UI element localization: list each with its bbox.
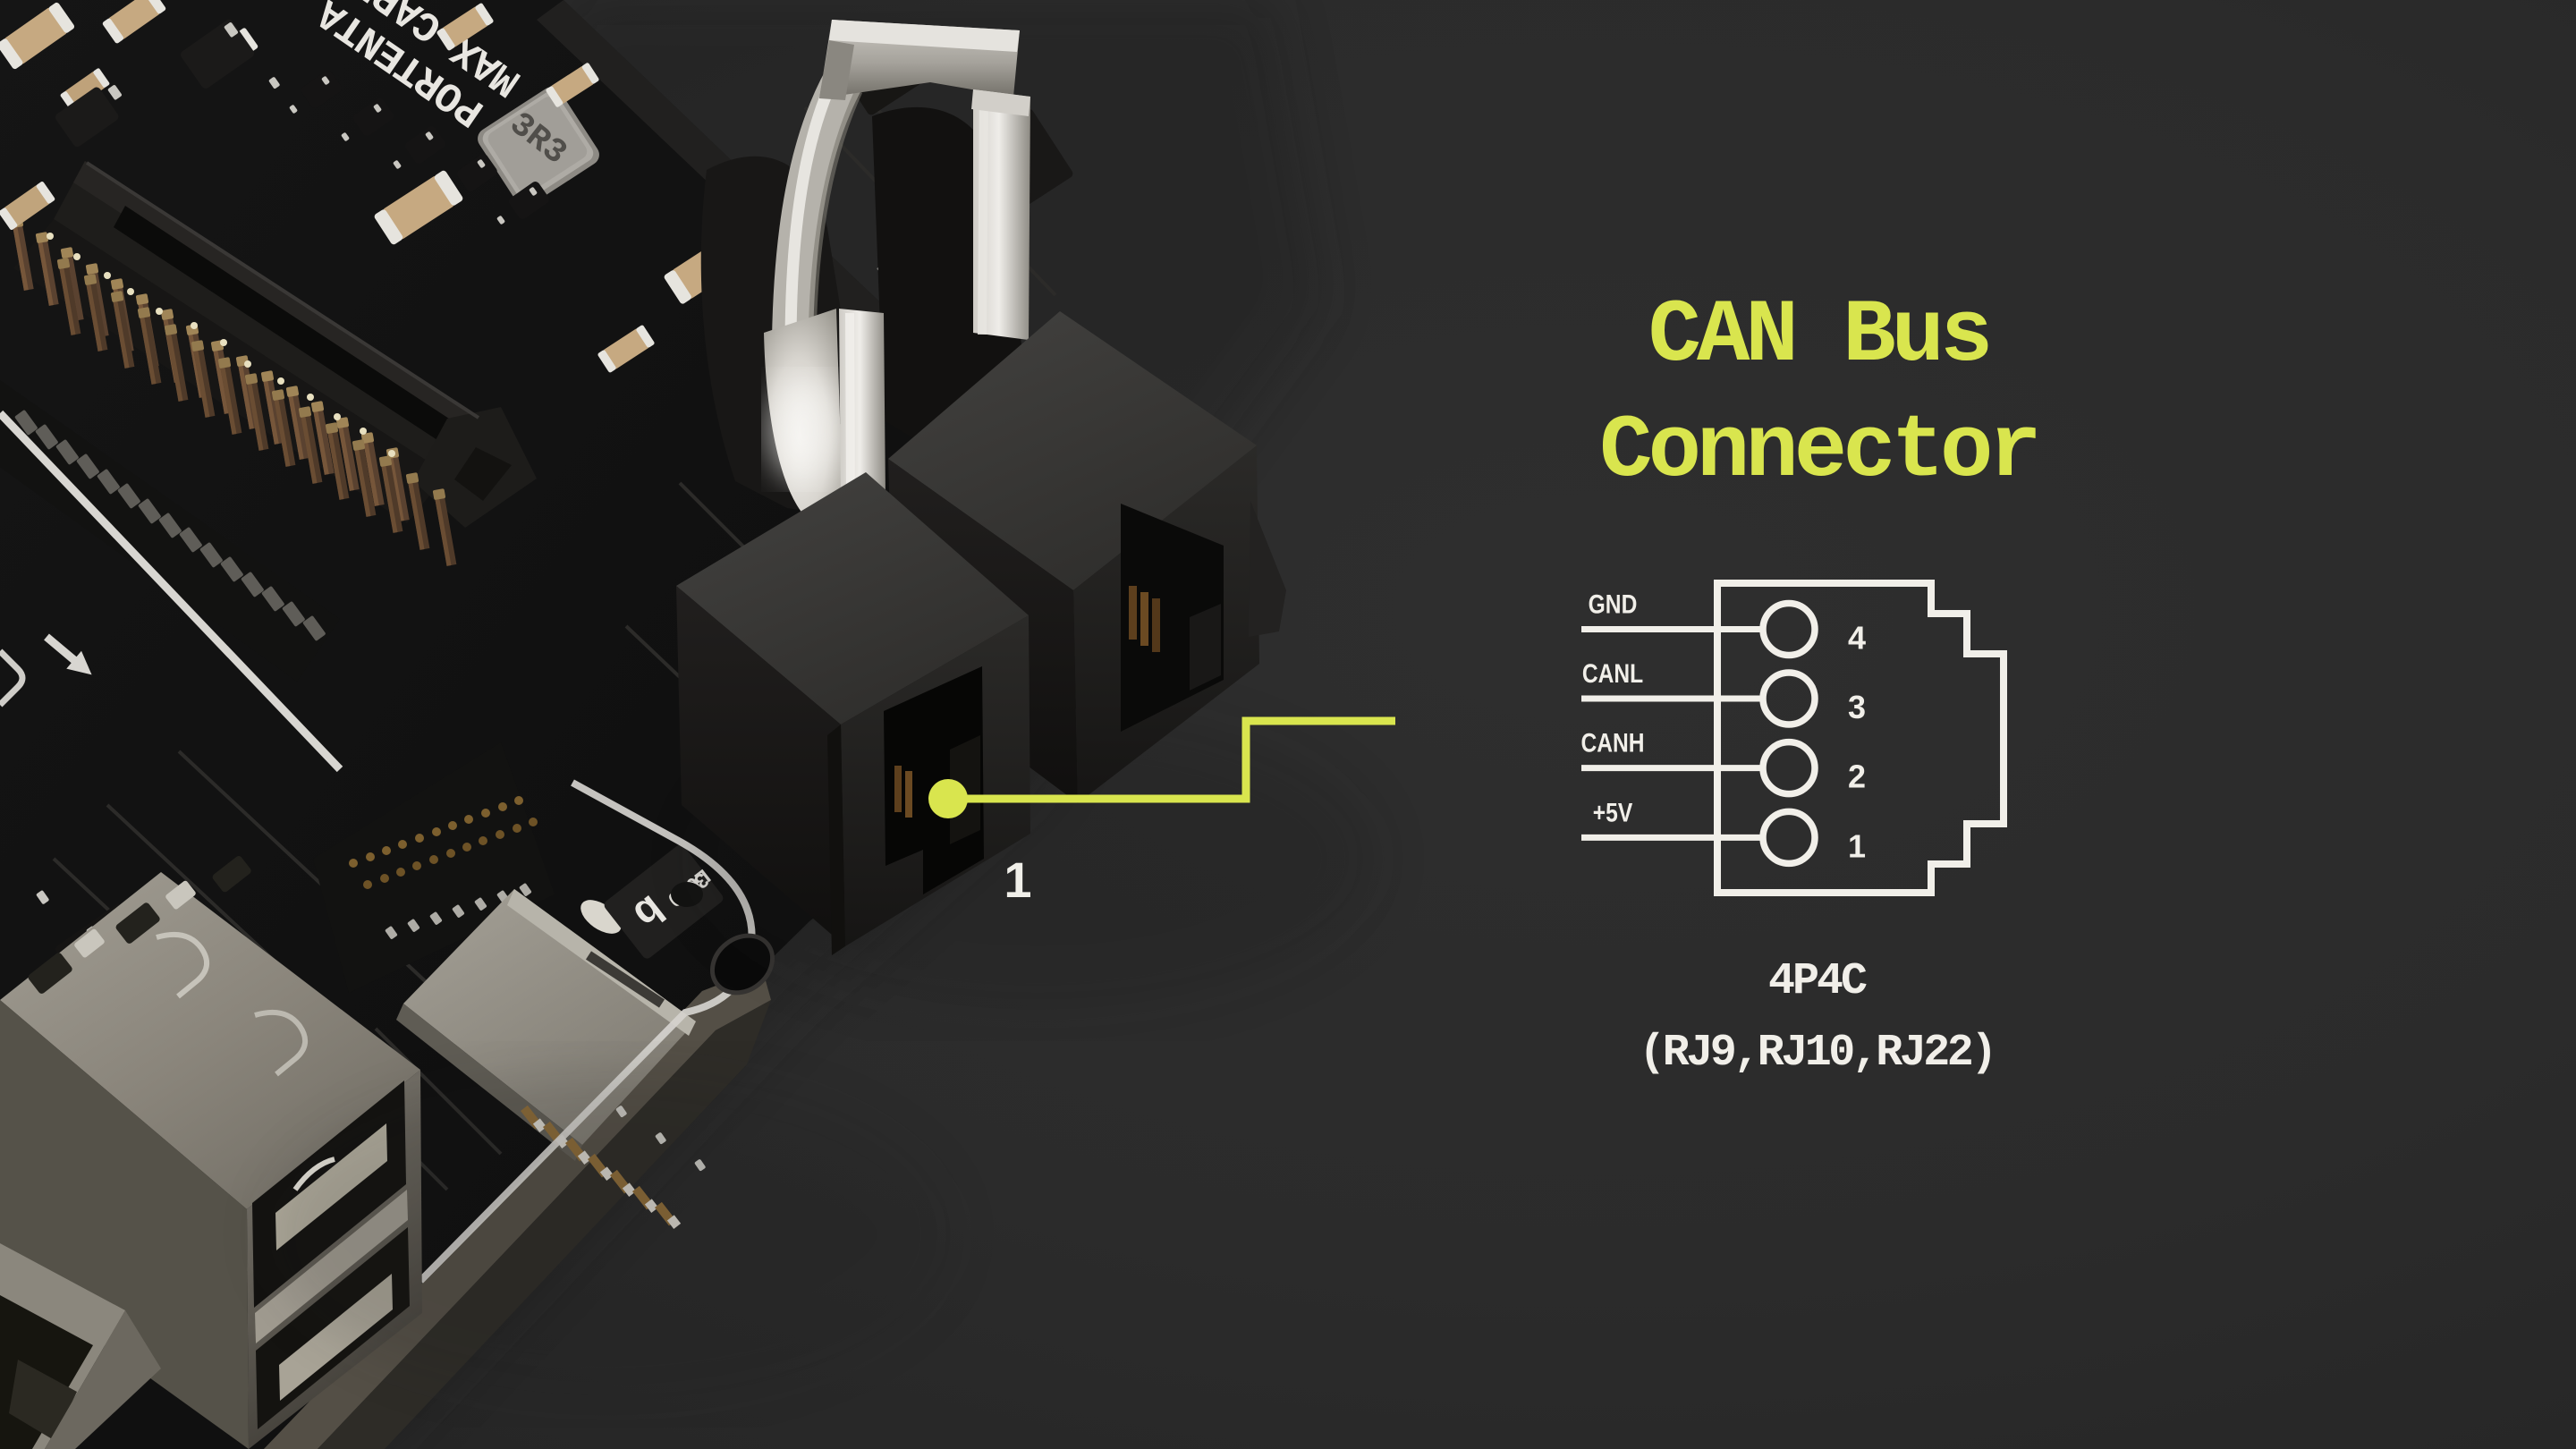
svg-text:1: 1 [1004,852,1031,908]
svg-text:GND: GND [1589,589,1638,619]
svg-text:+5V: +5V [1593,797,1633,827]
svg-text:CANH: CANH [1580,727,1644,758]
svg-text:CAN Bus: CAN Bus [1648,286,1989,386]
svg-text:4P4C: 4P4C [1768,956,1867,1007]
svg-text:Connector: Connector [1599,402,2038,502]
svg-text:1: 1 [1848,827,1866,864]
svg-text:4: 4 [1848,620,1866,657]
svg-text:3: 3 [1848,689,1866,725]
svg-text:(RJ9,RJ10,RJ22): (RJ9,RJ10,RJ22) [1639,1028,1995,1079]
svg-text:CANL: CANL [1582,658,1643,689]
svg-text:2: 2 [1848,758,1866,795]
